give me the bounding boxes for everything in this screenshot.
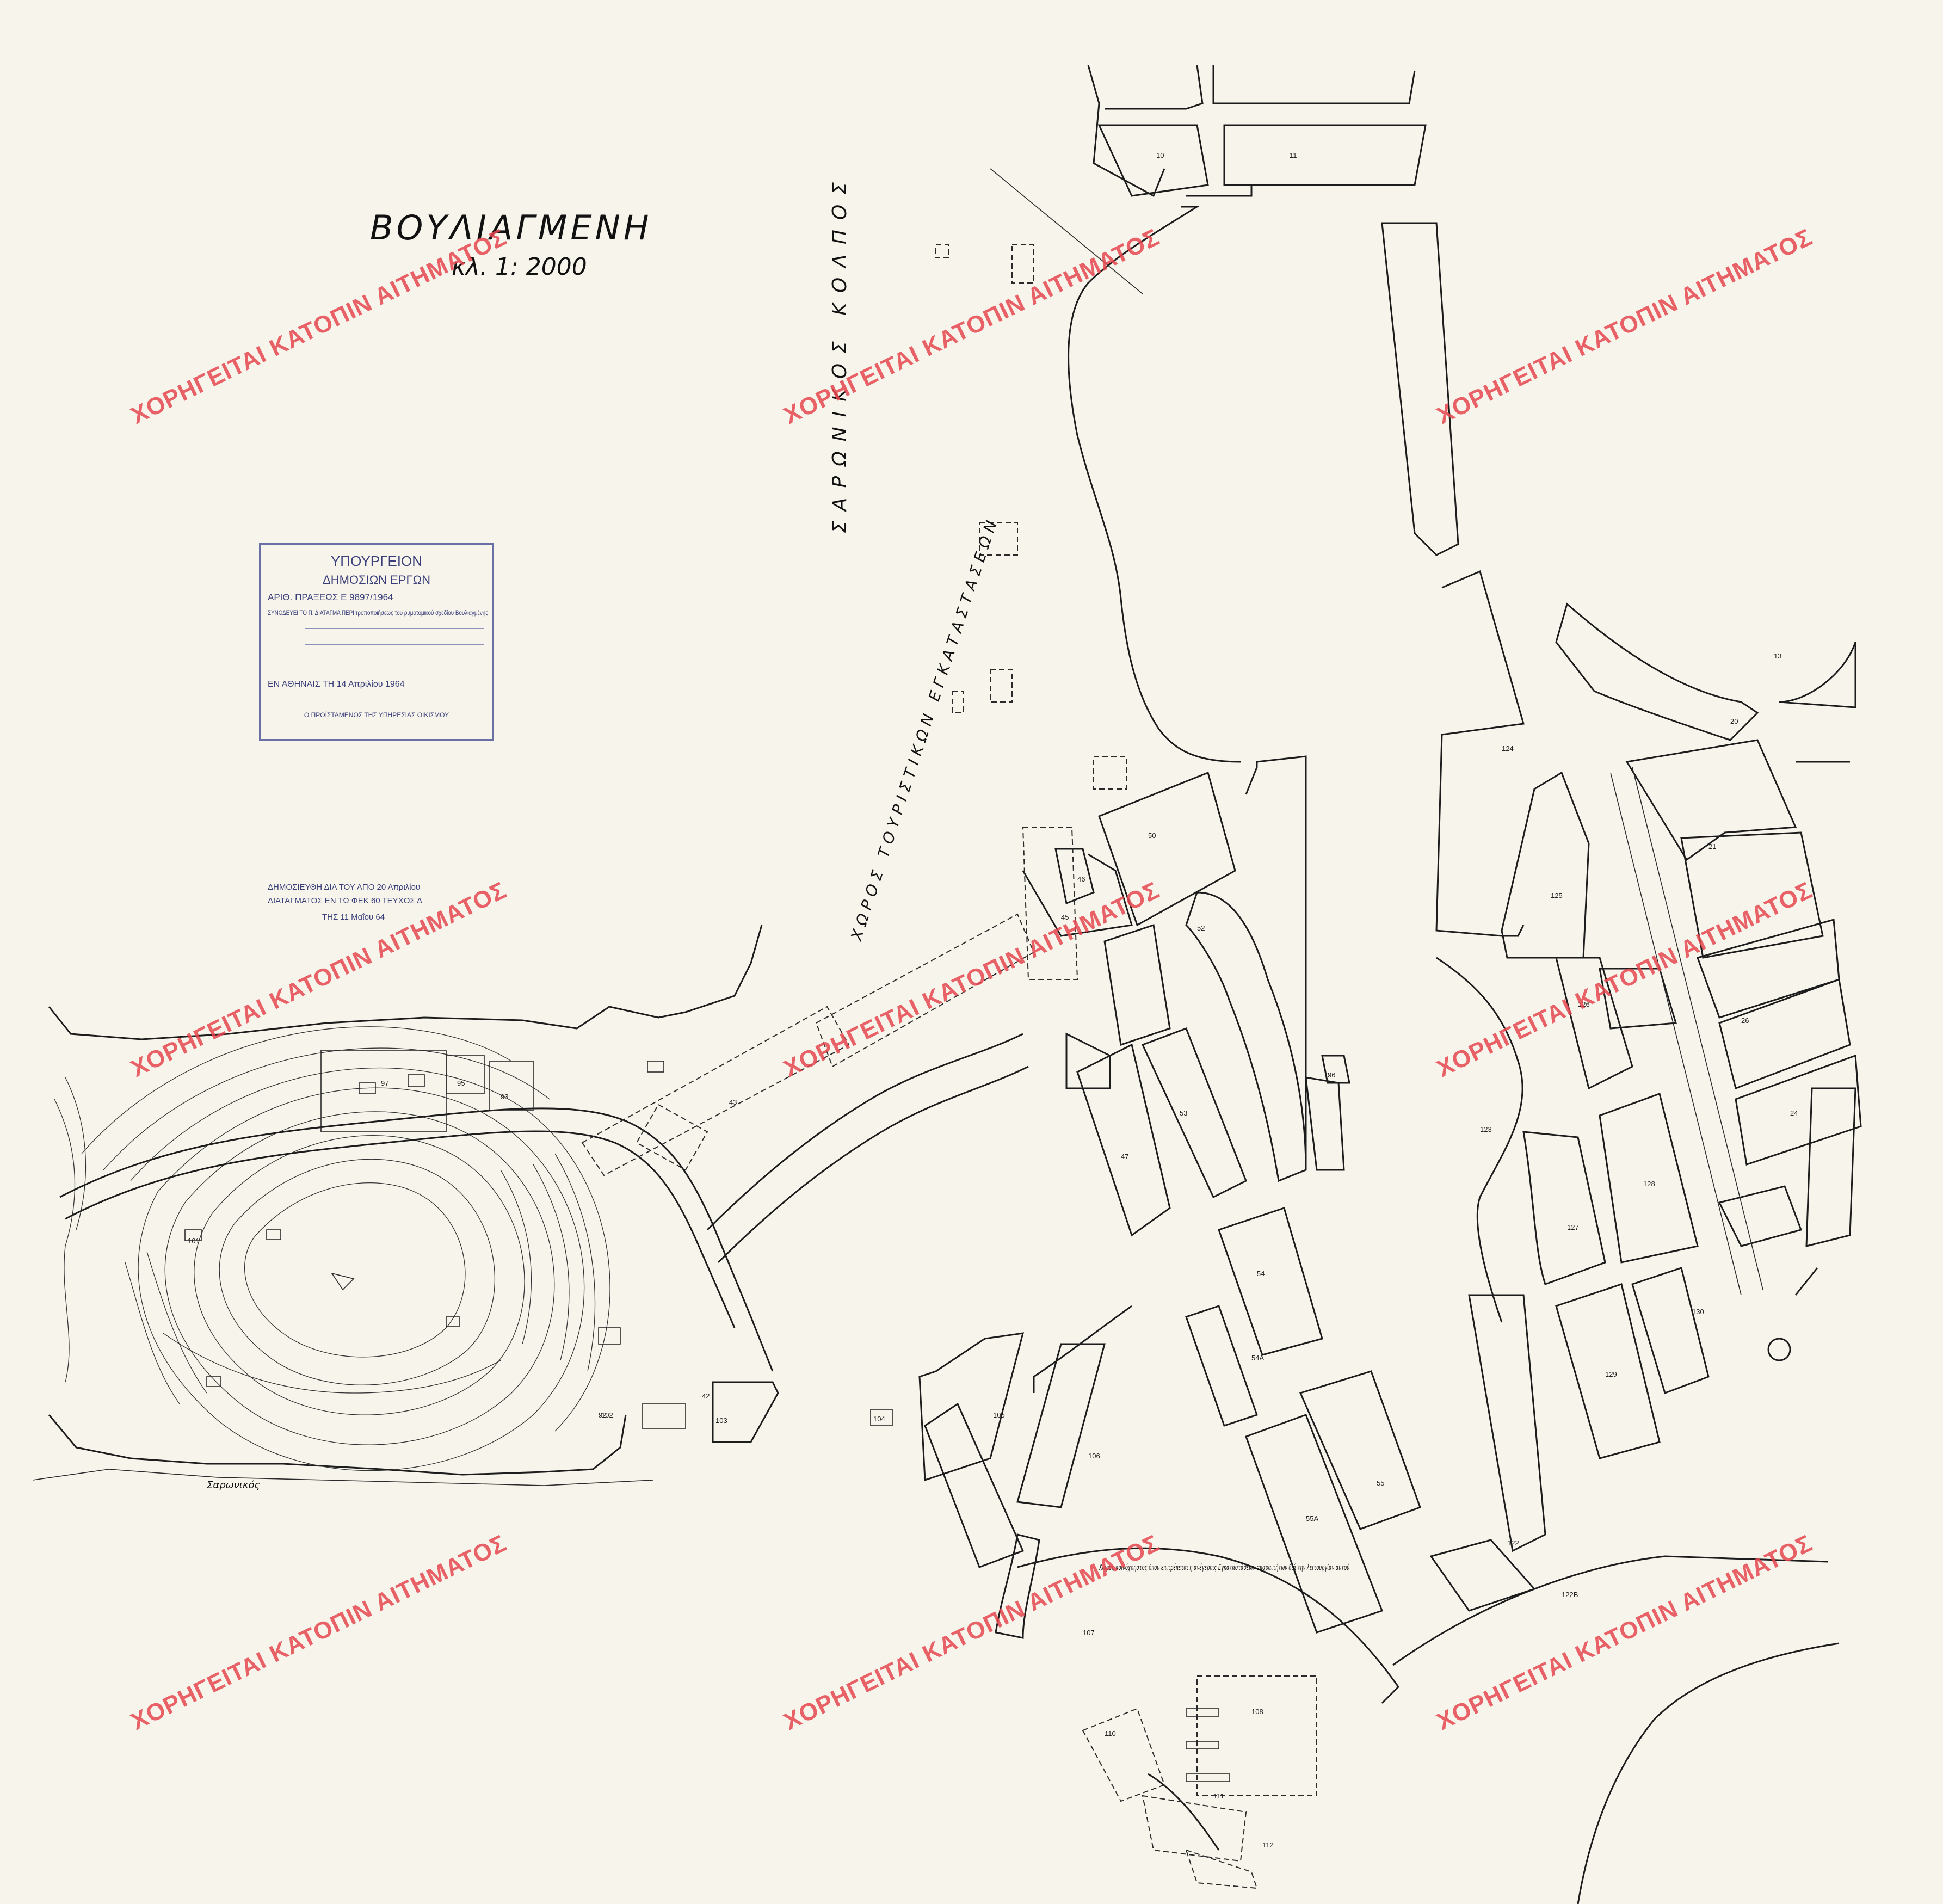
plot-label: 54	[1257, 1270, 1265, 1278]
map-scale: κλ. 1: 2000	[452, 253, 587, 281]
plot-label: 111	[1213, 1792, 1224, 1800]
south-blocks	[870, 1207, 1536, 1639]
ministry-stamp: ΥΠΟΥΡΓΕΙΟΝ ΔΗΜΟΣΙΩΝ ΕΡΓΩΝ ΑΡΙΘ. ΠΡΑΞΕΩΣ …	[259, 543, 494, 741]
lot-103-boundary	[712, 1381, 779, 1443]
lot-96-boundary	[446, 1055, 485, 1094]
plot-label: 93	[501, 1093, 508, 1101]
boulevard-east	[1610, 772, 1742, 1296]
plot-label: 110	[1105, 1729, 1116, 1737]
coastline-south	[48, 1414, 627, 1476]
plot-label: 43	[729, 1098, 737, 1106]
plot-label: 97	[381, 1079, 388, 1087]
plot-label: 24	[1790, 1109, 1798, 1117]
stamp-protocol: ΑΡΙΘ. ΠΡΑΞΕΩΣ Ε 9897/1964	[268, 592, 393, 602]
boulevard-east-2	[1632, 767, 1763, 1290]
plot-label: 21	[1708, 842, 1716, 851]
peninsula-road	[59, 1107, 774, 1372]
plot-label: 103	[715, 1416, 727, 1425]
plot-label: 128	[1643, 1180, 1655, 1188]
gulf-label: ΣΑΡΩΝΙΚΟΣ ΚΟΛΠΟΣ	[829, 172, 851, 533]
plot-label: 55	[1377, 1479, 1384, 1487]
plot-label: 125	[1551, 891, 1563, 899]
peninsula-road-edge	[65, 1130, 736, 1328]
gazette-line1: ΔΗΜΟΣΙΕΥΘΗ ΔΙΑ ΤΟΥ ΑΠΟ 20 Απριλίου	[268, 883, 420, 892]
plot-label: 47	[1121, 1153, 1128, 1161]
east-blocks	[1435, 570, 1862, 1552]
plot-label: 11	[1290, 151, 1297, 159]
plot-label: 54Α	[1251, 1354, 1264, 1362]
plot-label: 108	[1251, 1708, 1263, 1716]
gazette-note: ΔΗΜΟΣΙΕΥΘΗ ΔΙΑ ΤΟΥ ΑΠΟ 20 Απριλίου ΔΙΑΤΑ…	[268, 883, 422, 922]
stamp-line2: ΔΗΜΟΣΙΩΝ ΕΡΓΩΝ	[323, 573, 430, 587]
plot-label: 46	[1077, 875, 1085, 883]
stamp-date: ΕΝ ΑΘΗΝΑΙΣ ΤΗ 14 Απριλίου 1964	[268, 680, 405, 689]
gazette-line3: ΤΗΣ 11 Μαΐου 64	[322, 913, 385, 922]
north-blocks	[1068, 65, 1459, 763]
plot-label: 112	[1262, 1841, 1274, 1849]
bottom-note: Χώρος κοινόχρηστος όπου επιτρέπεται η αν…	[1099, 1563, 1349, 1572]
plot-label: 52	[1197, 924, 1205, 932]
stamp-line1: ΥΠΟΥΡΓΕΙΟΝ	[331, 553, 422, 569]
plot-label: 102	[601, 1411, 613, 1419]
saronikos-label: Σαρωνικός	[207, 1480, 261, 1491]
plot-label: 101	[188, 1237, 200, 1245]
plot-label: 107	[1083, 1629, 1095, 1637]
plot-label: 10	[1156, 151, 1164, 159]
plot-label: 53	[1180, 1109, 1187, 1117]
plot-label: 26	[1741, 1016, 1749, 1025]
plot-label: 122	[1507, 1539, 1519, 1547]
plot-label: 92	[599, 1411, 606, 1419]
plot-label: 124	[1502, 744, 1514, 753]
central-blocks	[1022, 755, 1350, 1237]
peninsula-buildings	[184, 1061, 686, 1429]
contour-lines	[54, 1026, 610, 1471]
plot-label: 50	[1148, 831, 1156, 840]
south-coast	[1017, 1547, 1840, 1904]
plot-label: 127	[1567, 1223, 1579, 1231]
map-title: ΒΟΥΛΙΑΓΜΕΝΗ	[370, 208, 652, 248]
tourist-facilities-outlines	[581, 168, 1143, 1264]
lot-95-boundary	[489, 1061, 534, 1111]
plot-label: 126	[1578, 1000, 1590, 1008]
plot-label: 13	[1774, 652, 1781, 660]
plot-label: 129	[1605, 1370, 1617, 1378]
stamp-attached: ΣΥΝΟΔΕΥΕΙ ΤΟ Π. ΔΙΑΤΑΓΜΑ ΠΕΡΙ τροποποιήσ…	[268, 609, 488, 617]
summit-marker	[331, 1272, 355, 1291]
plot-label: 130	[1692, 1308, 1704, 1316]
plot-label: 122Β	[1562, 1591, 1578, 1599]
saronikos-shore	[32, 1469, 653, 1486]
stamp-signer: Ο ΠΡΟΪΣΤΑΜΕΝΟΣ ΤΗΣ ΥΠΗΡΕΣΙΑΣ ΟΙΚΙΣΜΟΥ	[304, 711, 449, 719]
gazette-line2: ΔΙΑΤΑΓΜΑΤΟΣ ΕΝ ΤΩ ΦΕΚ 60 ΤΕΥΧΟΣ Δ	[268, 896, 422, 905]
plot-label: 20	[1730, 717, 1738, 725]
coastline-left	[48, 925, 763, 1040]
plot-label: 96	[1328, 1071, 1335, 1079]
plot-label: 55Α	[1306, 1514, 1318, 1523]
plot-label: 95	[457, 1079, 465, 1087]
plot-label: 106	[1088, 1452, 1100, 1460]
plot-label: 123	[1480, 1125, 1492, 1133]
plot-numbers: 10 11 13 20 21 24 26 42 43 45 46 47 50 5…	[188, 151, 1798, 1849]
plot-label: 45	[1061, 913, 1069, 921]
plot-label: 105	[993, 1411, 1005, 1419]
plot-label: 42	[702, 1392, 710, 1400]
peninsula	[32, 925, 774, 1486]
plot-label: 104	[873, 1415, 885, 1423]
